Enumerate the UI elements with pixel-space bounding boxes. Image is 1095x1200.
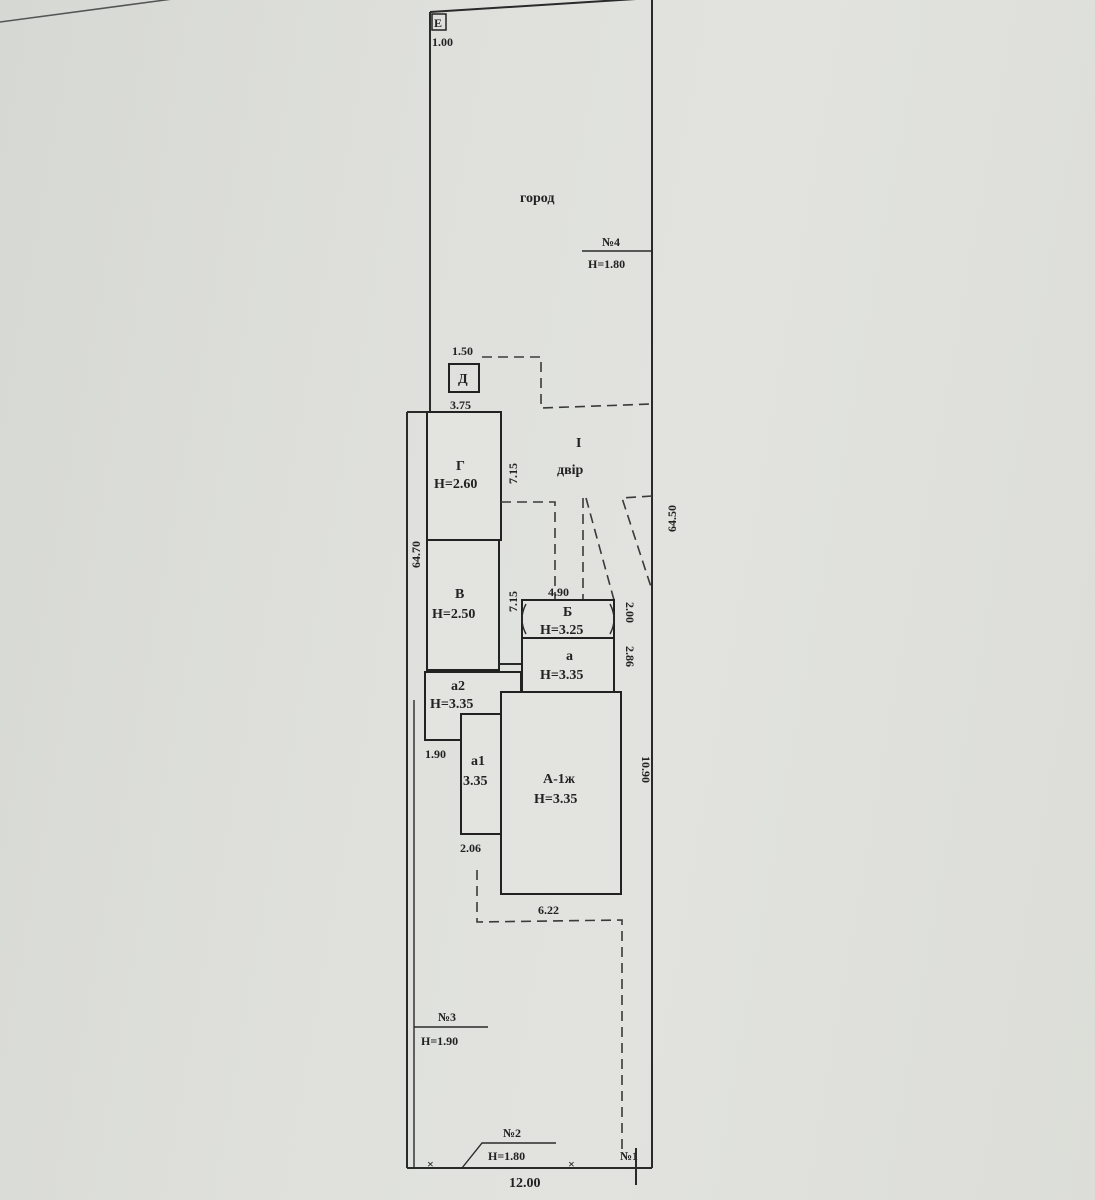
fence-3-label: №3 bbox=[438, 1010, 456, 1024]
svg-text:×: × bbox=[427, 1157, 434, 1171]
building-a2-height: H=3.35 bbox=[430, 697, 473, 712]
building-a1-height: 3.35 bbox=[463, 774, 488, 789]
fence-4-label: №4 bbox=[602, 235, 620, 249]
building-g-dim-side: 7.15 bbox=[506, 463, 520, 484]
building-a-dim-side: 2.86 bbox=[623, 646, 637, 667]
building-main-dim-bottom: 6.22 bbox=[538, 903, 559, 917]
fence-3-height: H=1.90 bbox=[421, 1034, 458, 1048]
plot-width-bottom: 12.00 bbox=[509, 1176, 541, 1191]
plot-boundary bbox=[406, 0, 653, 1169]
plot-length-left: 64.70 bbox=[409, 541, 423, 568]
building-b-height: H=3.25 bbox=[540, 623, 583, 638]
fence-2-height: H=1.80 bbox=[488, 1149, 525, 1163]
garden-label: город bbox=[520, 191, 554, 206]
building-a bbox=[521, 637, 615, 693]
corner-marker-dim: 1.00 bbox=[432, 35, 453, 49]
front-yard-boundary bbox=[476, 870, 623, 1152]
corner-marker: Е bbox=[434, 16, 442, 30]
fence-1-label: №1 bbox=[620, 1149, 638, 1163]
fence-4-height: H=1.80 bbox=[588, 257, 625, 271]
building-v-height: H=2.50 bbox=[432, 607, 475, 622]
building-g-label: Г bbox=[456, 459, 465, 474]
corner-marker-box bbox=[431, 13, 447, 31]
building-a2-label: а2 bbox=[451, 679, 465, 694]
building-v-label: В bbox=[455, 587, 464, 602]
building-d-dim: 1.50 bbox=[452, 344, 473, 358]
building-d-label: Д bbox=[458, 372, 468, 387]
building-g-height: H=2.60 bbox=[434, 477, 477, 492]
building-main-label: А-1ж bbox=[543, 772, 576, 787]
building-a1-dim: 2.06 bbox=[460, 841, 481, 855]
building-b-dim-top: 4.90 bbox=[548, 585, 569, 599]
building-a1-label: а1 bbox=[471, 754, 485, 769]
building-b-label: Б bbox=[563, 605, 572, 620]
paper-edge bbox=[0, 0, 171, 23]
building-a-label: а bbox=[566, 649, 573, 664]
svg-text:×: × bbox=[568, 1157, 575, 1171]
building-a-height: H=3.35 bbox=[540, 668, 583, 683]
building-a2-dim: 1.90 bbox=[425, 747, 446, 761]
building-main-height: H=3.35 bbox=[534, 792, 577, 807]
yard-boundary bbox=[482, 356, 653, 409]
building-g bbox=[426, 411, 502, 541]
building-main-dim-side: 10.90 bbox=[639, 756, 653, 783]
building-b bbox=[521, 599, 615, 639]
building-main-house bbox=[500, 691, 622, 895]
fence-2-label: №2 bbox=[503, 1126, 521, 1140]
plot-length-right: 64.50 bbox=[665, 505, 679, 532]
building-v-dim-side: 7.15 bbox=[506, 591, 520, 612]
building-d bbox=[448, 363, 480, 393]
building-b-dim-side: 2.00 bbox=[623, 602, 637, 623]
building-g-dim-top: 3.75 bbox=[450, 398, 471, 412]
yard-label: двір bbox=[557, 463, 584, 478]
yard-number: I bbox=[576, 436, 581, 451]
building-v bbox=[426, 539, 500, 671]
